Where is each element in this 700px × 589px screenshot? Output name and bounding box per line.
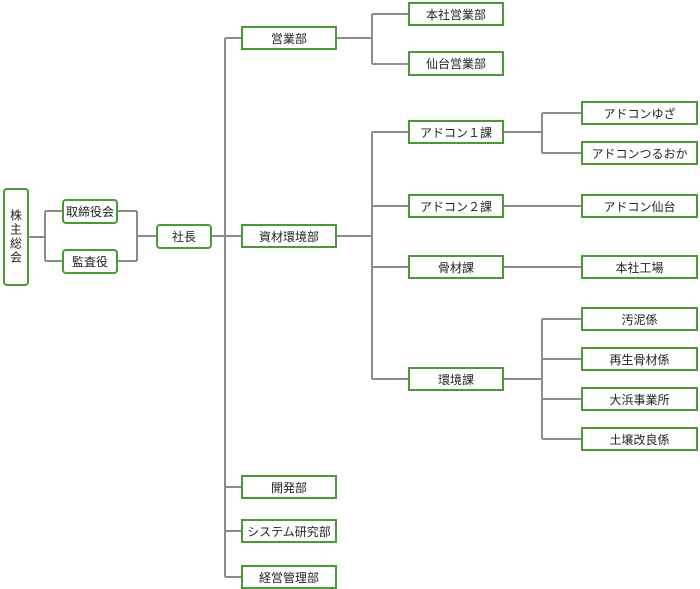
node-head-office-factory: 本社工場 (581, 255, 698, 279)
node-label: 土壌改良係 (609, 432, 670, 447)
node-environment-section: 環境課 (408, 367, 504, 391)
node-development-dept: 開発部 (241, 475, 337, 499)
node-label: 本社工場 (615, 260, 664, 275)
node-recycled-aggregate-unit: 再生骨材係 (581, 347, 698, 371)
connector-sales-dept (337, 13, 408, 65)
node-label: アドコンつるおか (591, 146, 688, 161)
node-label: 経営管理部 (258, 570, 319, 585)
node-label: アドコン１課 (419, 125, 492, 140)
node-label: 資材環境部 (258, 229, 319, 244)
node-label: アドコン２課 (419, 199, 492, 214)
node-label: 本社営業部 (425, 7, 486, 22)
node-materials-env-dept: 資材環境部 (241, 224, 337, 248)
node-adcon-section-2: アドコン２課 (408, 194, 504, 218)
connector-adcon-section-1 (504, 112, 581, 154)
connector-trunk-departments (225, 37, 241, 578)
node-aggregate-section: 骨材課 (408, 255, 504, 279)
node-shareholders-meeting: 株主総会 (3, 188, 29, 286)
node-label: 監査役 (71, 255, 108, 269)
node-label: アドコンゆざ (603, 106, 676, 121)
node-president: 社長 (156, 224, 212, 249)
node-head-office-sales: 本社営業部 (408, 2, 504, 26)
node-label: 取締役会 (65, 205, 114, 219)
connector-environment-section (504, 318, 581, 440)
node-sludge-unit: 汚泥係 (581, 307, 698, 331)
node-sendai-sales: 仙台営業部 (408, 51, 504, 76)
node-adcon-section-1: アドコン１課 (408, 120, 504, 144)
node-soil-improvement-unit: 土壌改良係 (581, 427, 698, 451)
node-label: アドコン仙台 (603, 199, 676, 214)
node-label: 汚泥係 (621, 312, 658, 327)
node-label: 株主総会 (8, 209, 23, 265)
node-system-research-dept: システム研究部 (241, 519, 337, 543)
connector-board-auditor-president (118, 210, 156, 262)
node-label: 社長 (171, 230, 196, 244)
node-sales-dept: 営業部 (241, 26, 337, 50)
connector-shareholders-board-auditor (29, 210, 62, 262)
node-label: システム研究部 (247, 524, 331, 539)
connector-materials-env-dept (337, 131, 408, 380)
node-adcon-yuza: アドコンゆざ (581, 101, 698, 125)
node-label: 環境課 (437, 372, 474, 387)
node-label: 営業部 (270, 31, 307, 46)
node-auditor: 監査役 (62, 249, 118, 274)
node-adcon-tsuruoka: アドコンつるおか (581, 141, 698, 165)
node-label: 再生骨材係 (609, 352, 670, 367)
node-label: 骨材課 (437, 260, 474, 275)
node-label: 開発部 (270, 480, 307, 495)
node-adcon-sendai: アドコン仙台 (581, 194, 698, 218)
node-label: 仙台営業部 (425, 57, 486, 71)
node-management-dept: 経営管理部 (241, 565, 337, 589)
node-label: 大浜事業所 (609, 392, 670, 407)
node-board-of-directors: 取締役会 (62, 199, 118, 224)
node-ohama-office: 大浜事業所 (581, 387, 698, 411)
